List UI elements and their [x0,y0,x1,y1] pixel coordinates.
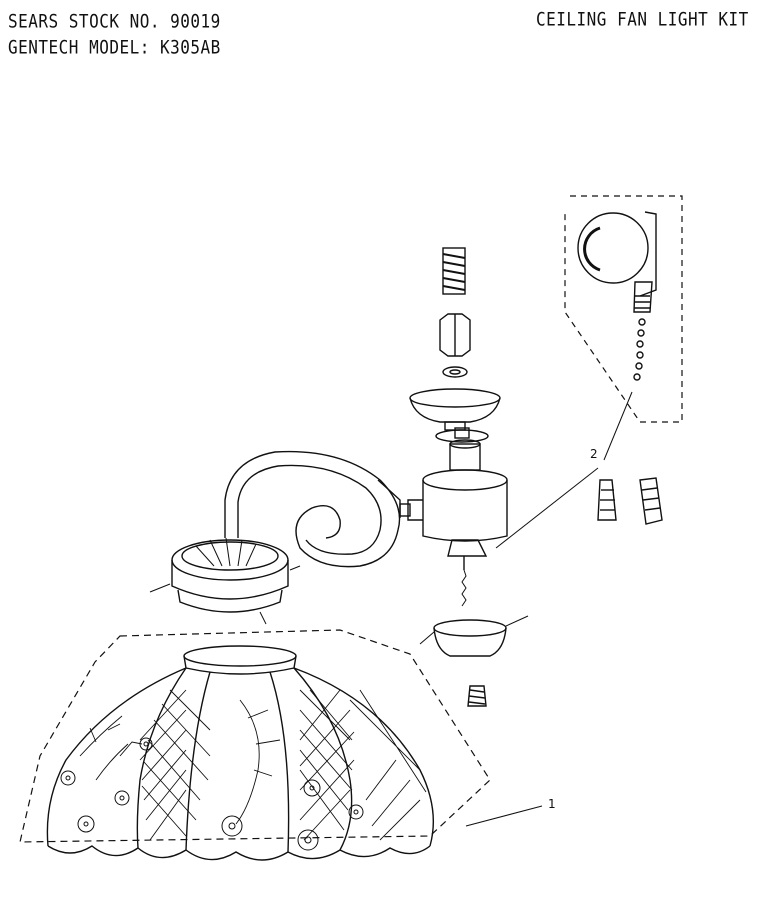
wire-nut-icon [597,479,617,521]
stock-number-text: SEARS STOCK NO. 90019 [8,10,221,32]
flower-icon [60,737,364,851]
callout-2: 2 [495,391,633,549]
pull-switch-inset [564,195,683,423]
threaded-nipple-icon [442,247,466,295]
diagram-title: CEILING FAN LIGHT KIT [536,8,749,30]
bottom-cup-icon [419,615,529,657]
finial-nut-icon [467,685,487,707]
model-number-text: GENTECH MODEL: K305AB [8,36,221,58]
threaded-washer-icon [435,427,489,443]
pull-switch-icon [577,211,657,381]
callout-label-1: 1 [548,797,556,811]
lock-washer-icon [442,366,468,378]
callout-1: 1 [465,797,556,827]
callout-label-2: 2 [590,447,598,461]
arm-collar-icon [449,439,481,471]
mounting-cap-icon [149,537,301,625]
scroll-arm-icon [224,450,401,568]
hex-coupling-icon [439,313,471,357]
glass-shade-icon [19,629,491,861]
wire-nut-icon [639,477,663,525]
canopy-cup-icon [409,388,501,431]
switch-housing-icon [399,469,508,607]
